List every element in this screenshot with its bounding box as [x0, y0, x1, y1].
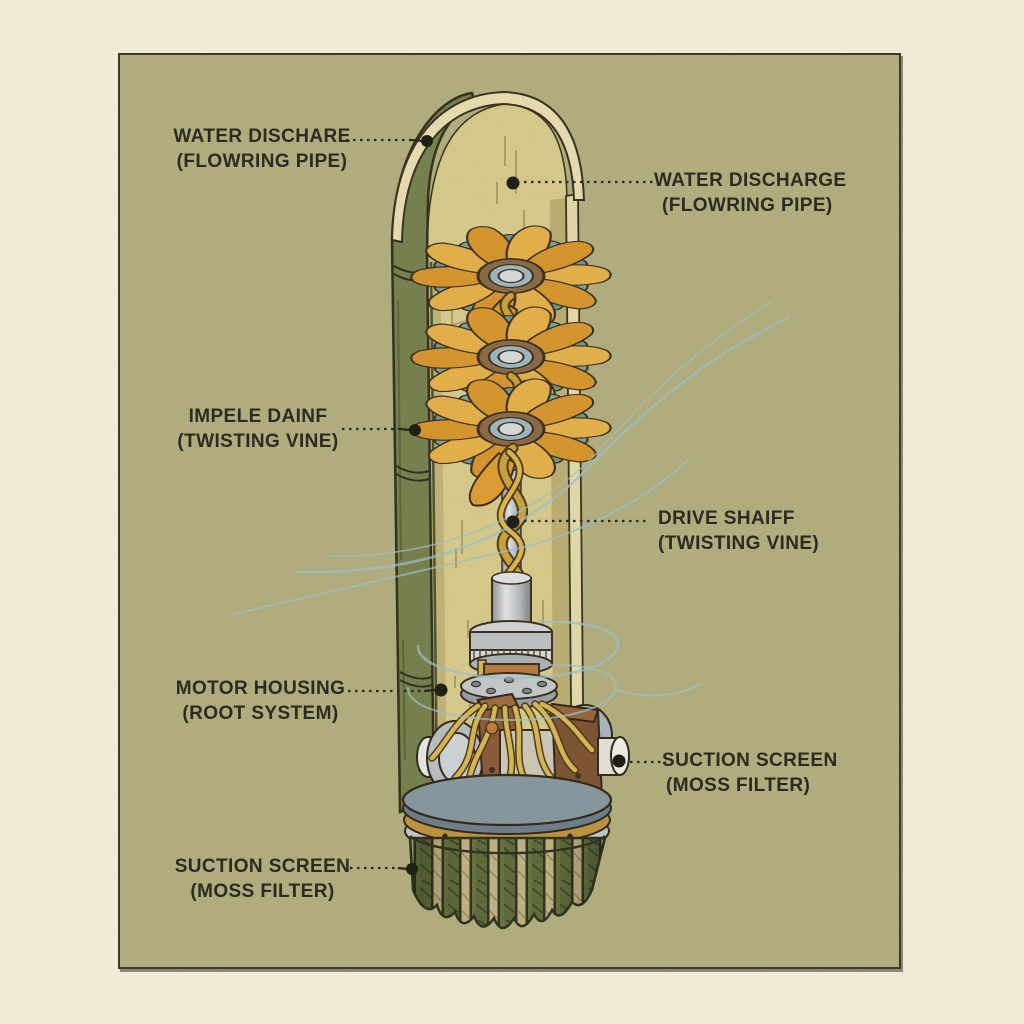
label-suction-screen-right: SUCTION SCREEN (MOSS FILTER): [662, 748, 862, 798]
label-line: (MOSS FILTER): [190, 881, 335, 902]
label-line: (TWISTING VINE): [177, 431, 339, 452]
label-line: WATER DISCHARGE: [654, 170, 847, 191]
label-line: (FLOWRING PIPE): [662, 195, 833, 216]
label-line: (MOSS FILTER): [666, 775, 811, 796]
label-line: IMPELE DAINF: [188, 406, 328, 427]
label-line: SUCTION SCREEN: [174, 856, 351, 877]
label-water-dischare-left: WATER DISCHARE (FLOWRING PIPE): [162, 124, 362, 174]
label-impele-dainf: IMPELE DAINF (TWISTING VINE): [158, 404, 358, 454]
label-drive-shaiff: DRIVE SHAIFF (TWISTING VINE): [658, 506, 858, 556]
label-line: WATER DISCHARE: [173, 126, 351, 147]
label-line: (TWISTING VINE): [658, 533, 820, 554]
label-line: (ROOT SYSTEM): [182, 703, 339, 724]
label-suction-screen-left: SUCTION SCREEN (MOSS FILTER): [160, 854, 365, 904]
label-line: DRIVE SHAIFF: [658, 508, 795, 529]
label-motor-housing: MOTOR HOUSING (ROOT SYSTEM): [158, 676, 363, 726]
label-line: (FLOWRING PIPE): [176, 151, 348, 172]
label-line: MOTOR HOUSING: [175, 678, 346, 699]
label-line: SUCTION SCREEN: [662, 750, 838, 771]
label-water-discharge-right: WATER DISCHARGE (FLOWRING PIPE): [654, 168, 854, 218]
